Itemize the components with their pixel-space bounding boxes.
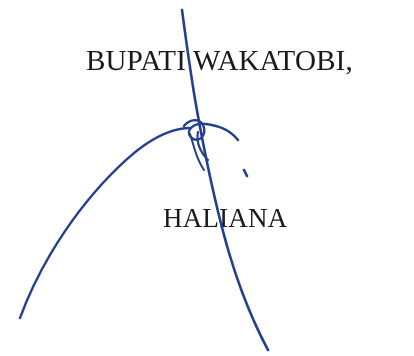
official-name: HALIANA: [163, 203, 288, 233]
signature-stroke-knot: [182, 119, 240, 142]
signature-stroke-tick: [196, 130, 210, 162]
official-title: BUPATI WAKATOBI,: [86, 45, 353, 77]
signature-stroke-connector: [189, 133, 205, 171]
signature-dot: [242, 168, 249, 178]
